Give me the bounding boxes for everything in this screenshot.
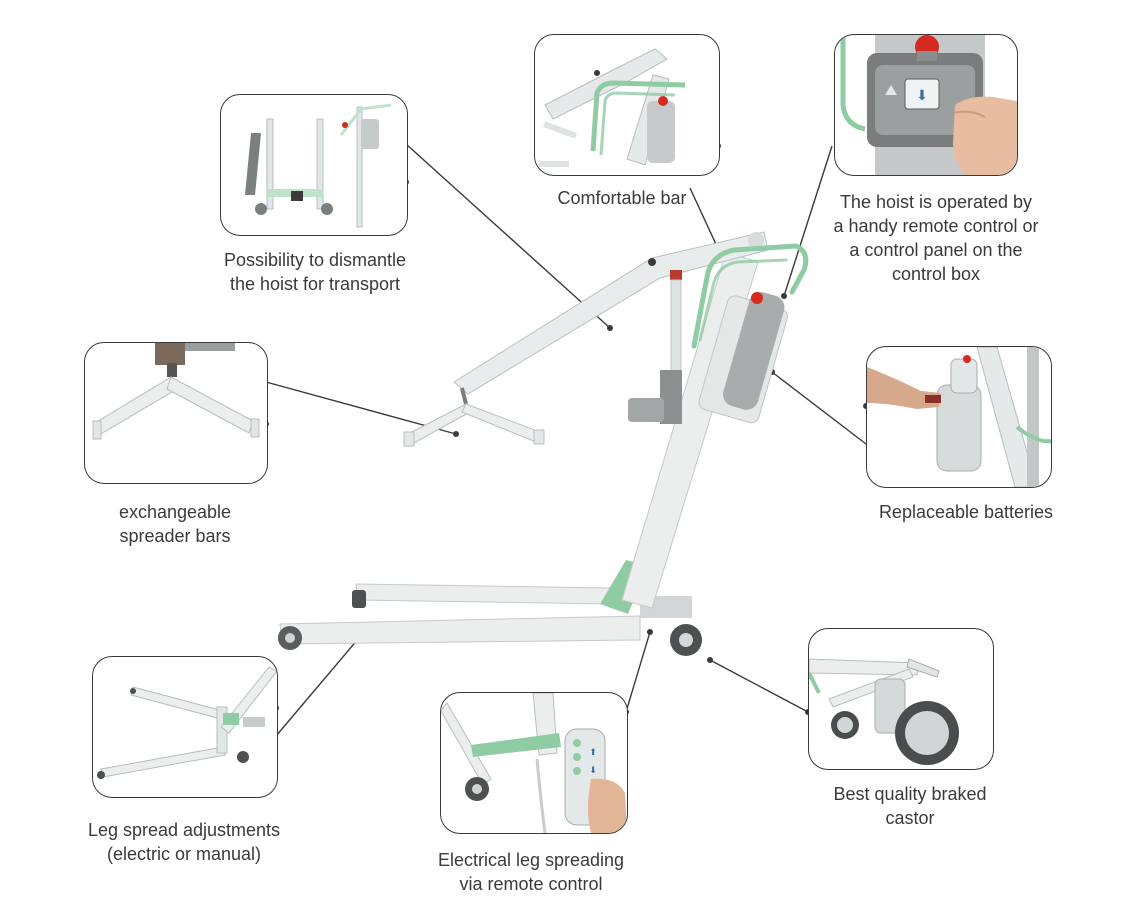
callout-leg-spread xyxy=(92,656,278,798)
caption-control-panel: The hoist is operated by a handy remote … xyxy=(814,190,1058,286)
callout-control-panel: ⬇ xyxy=(834,34,1018,176)
caption-leg-spreading-line2: via remote control xyxy=(459,874,603,894)
caption-spreader-bars-line1: exchangeable xyxy=(118,502,232,522)
hoist-green-handle xyxy=(691,243,809,349)
batteries-image xyxy=(867,347,1051,487)
callout-leg-spreading: ⬆ ⬇ xyxy=(440,692,628,834)
caption-control-panel-line1: The hoist is operated by xyxy=(839,192,1033,212)
caption-control-panel-line3: a control panel on the xyxy=(849,240,1023,260)
hoist-mast xyxy=(621,251,788,609)
caption-batteries: Replaceable batteries xyxy=(878,502,1054,522)
hoist-actuator xyxy=(628,270,682,424)
comfortable-bar-image xyxy=(539,48,686,167)
leader-lines xyxy=(265,143,867,737)
callout-comfortable-bar xyxy=(534,34,720,176)
caption-castor-line1: Best quality braked xyxy=(833,784,987,804)
hoist-spreader-bar xyxy=(403,387,545,447)
caption-leg-spreading: Electrical leg spreading via remote cont… xyxy=(418,848,644,896)
caption-spreader-bars-line2: spreader bars xyxy=(119,526,231,546)
caption-leg-spread-line1: Leg spread adjustments xyxy=(87,820,281,840)
callout-spreader-bars xyxy=(84,342,268,484)
dismantle-image xyxy=(245,103,392,228)
spreader-bars-image xyxy=(92,343,260,440)
caption-control-panel-line2: a handy remote control or xyxy=(833,216,1039,236)
leg-spread-image xyxy=(97,666,277,779)
caption-spreader-bars: exchangeable spreader bars xyxy=(94,500,256,548)
caption-dismantle: Possibility to dismantle the hoist for t… xyxy=(202,248,428,296)
caption-dismantle-line2: the hoist for transport xyxy=(229,274,401,294)
caption-control-panel-line4: control box xyxy=(891,264,981,284)
down-arrow-icon: ⬇ xyxy=(589,766,597,776)
hoist-green-handle-inner xyxy=(698,258,788,342)
down-arrow-icon: ⬇ xyxy=(916,88,928,104)
caption-castor: Best quality braked castor xyxy=(800,782,1020,830)
caption-leg-spread: Leg spread adjustments (electric or manu… xyxy=(64,818,304,866)
callout-dismantle xyxy=(220,94,408,236)
leg-spreading-image: ⬆ ⬇ xyxy=(441,693,627,833)
caption-leg-spreading-line1: Electrical leg spreading xyxy=(437,850,625,870)
caption-leg-spread-line2: (electric or manual) xyxy=(106,844,262,864)
caption-dismantle-line1: Possibility to dismantle xyxy=(223,250,407,270)
up-arrow-icon: ⬆ xyxy=(589,748,597,758)
callout-castor xyxy=(808,628,994,770)
callout-batteries xyxy=(866,346,1052,488)
control-panel-image: ⬇ xyxy=(840,35,1017,175)
caption-castor-line2: castor xyxy=(885,808,935,828)
caption-comfortable-bar: Comfortable bar xyxy=(557,188,687,208)
castor-image xyxy=(809,658,959,765)
